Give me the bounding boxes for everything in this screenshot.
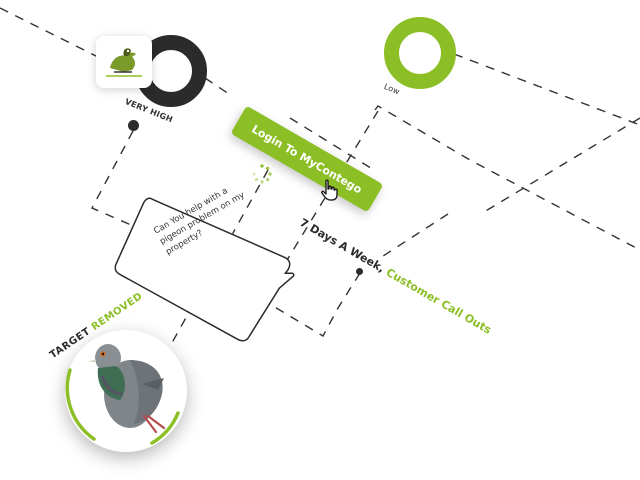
connector-dot (356, 268, 363, 275)
hand-pointer-icon (321, 179, 338, 201)
connector-dot (128, 120, 139, 131)
company-logo (96, 36, 152, 88)
pigeon-logo-icon (106, 48, 142, 77)
low-risk-ring (384, 17, 456, 89)
speech-bubble (114, 197, 295, 342)
target-arc (65, 368, 180, 445)
pigeon-image (88, 344, 166, 434)
loading-spinner-icon (252, 164, 272, 184)
